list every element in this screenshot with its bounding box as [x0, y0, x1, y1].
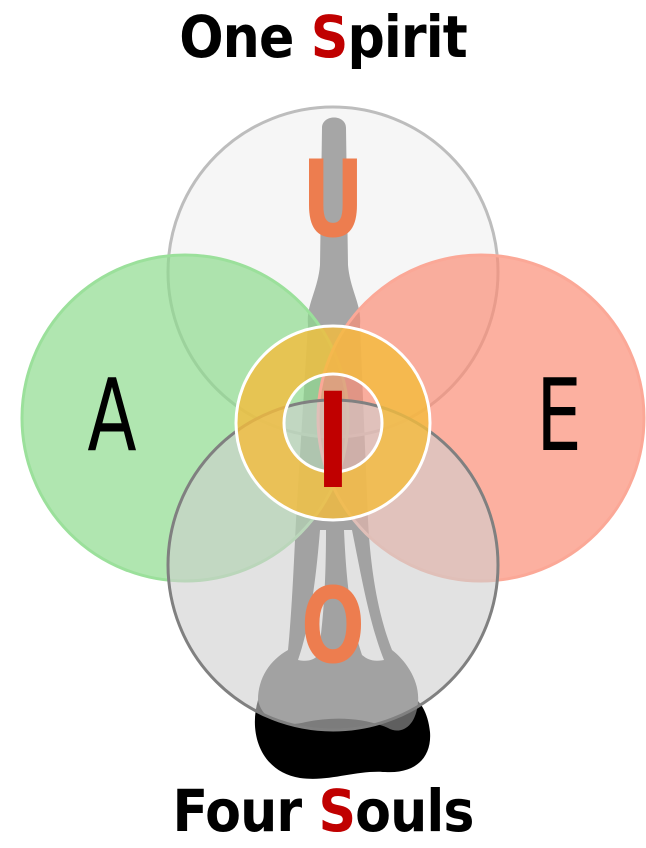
vowel-bottom: O — [301, 567, 365, 688]
title-four-souls-prefix: Four — [172, 777, 318, 845]
title-four-souls: Four Souls — [32, 782, 613, 840]
title-four-souls-suffix: ouls — [355, 777, 473, 845]
title-four-souls-accent-letter: S — [318, 777, 355, 845]
vowel-center: I — [315, 365, 350, 519]
vowel-left: A — [87, 357, 136, 474]
vowel-top: U — [302, 137, 364, 261]
vowel-right: E — [536, 357, 581, 474]
